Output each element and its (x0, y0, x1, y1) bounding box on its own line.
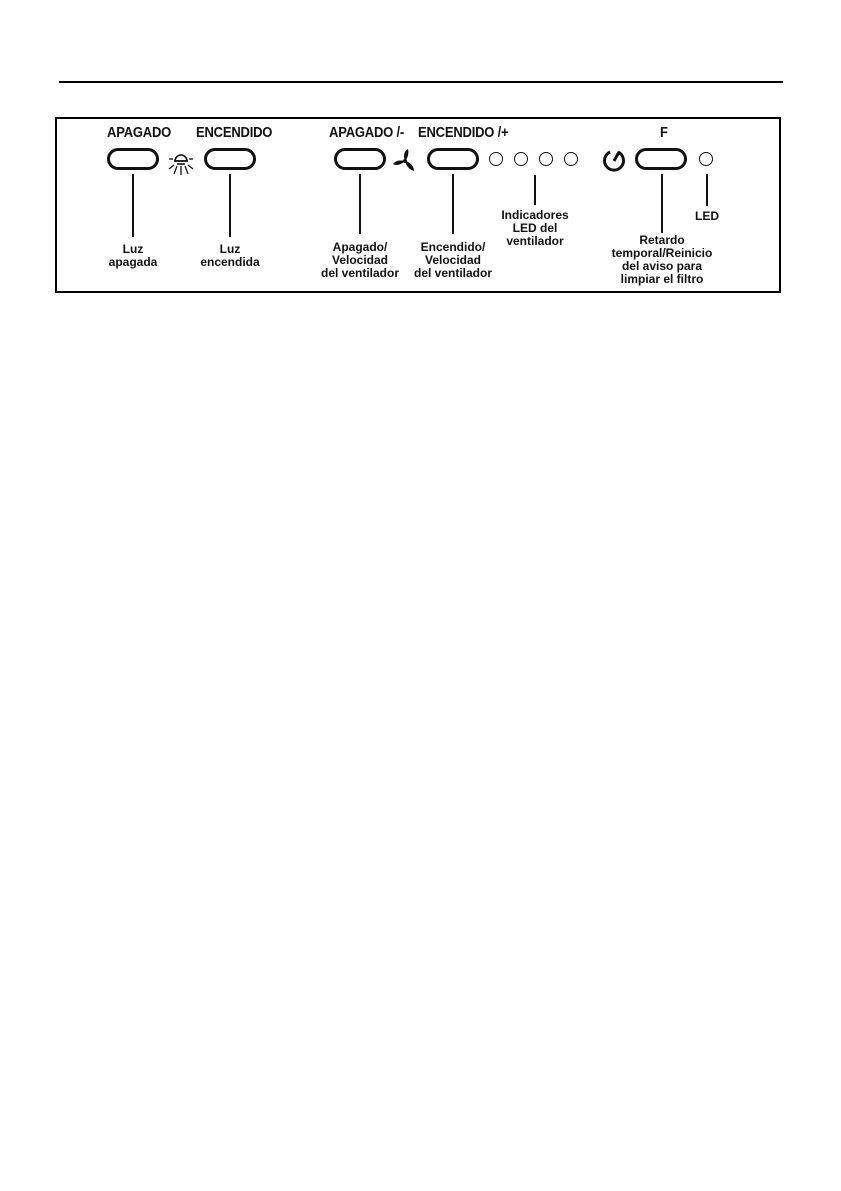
leader-timer-reset (661, 174, 663, 233)
fan-icon (390, 146, 420, 176)
leader-light-off (132, 174, 134, 237)
heading-light-off: APAGADO (107, 123, 171, 140)
leader-fan-off (359, 174, 361, 234)
fan-led-2 (514, 152, 528, 166)
fan-led-3 (539, 152, 553, 166)
light-on-button[interactable] (204, 148, 256, 170)
heading-fan-on-plus: ENCENDIDO /+ (418, 123, 508, 140)
heading-filter: F (660, 123, 668, 140)
timer-icon (601, 147, 627, 173)
leader-fan-leds (534, 175, 536, 205)
fan-off-minus-button[interactable] (334, 148, 386, 170)
leader-fan-on (452, 174, 454, 234)
filter-led (699, 152, 713, 166)
fan-on-plus-button[interactable] (427, 148, 479, 170)
leader-light-on (229, 174, 231, 237)
filter-timer-button[interactable] (635, 148, 687, 170)
fan-led-4 (564, 152, 578, 166)
fan-led-1 (489, 152, 503, 166)
light-bulb-icon (166, 147, 196, 177)
label-led: LED (695, 210, 719, 223)
control-panel-diagram: APAGADO ENCENDIDO APAGADO /- ENCENDIDO /… (55, 117, 781, 293)
leader-led (706, 174, 708, 206)
heading-light-on: ENCENDIDO (196, 123, 272, 140)
light-off-button[interactable] (107, 148, 159, 170)
heading-fan-off-minus: APAGADO /- (329, 123, 404, 140)
header-rule (59, 81, 783, 83)
